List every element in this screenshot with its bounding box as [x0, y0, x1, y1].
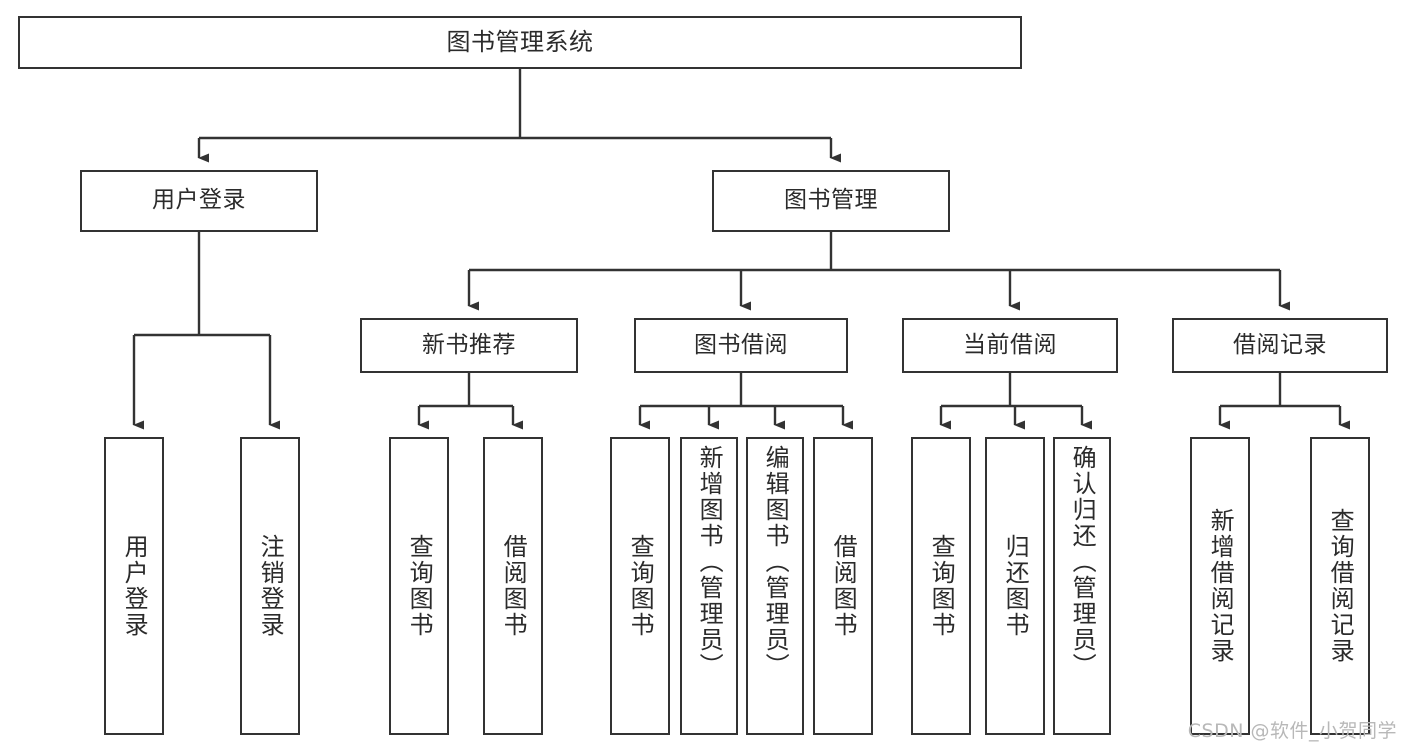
node-leaf-logout-login[interactable]: 注销登录: [240, 437, 300, 735]
node-leaf-confirm-return-admin[interactable]: 确认归还（管理员）: [1053, 437, 1111, 735]
node-root[interactable]: 图书管理系统: [18, 16, 1022, 69]
node-leaf-query-book-3[interactable]: 查询图书: [911, 437, 971, 735]
node-leaf-query-book-1[interactable]: 查询图书: [389, 437, 449, 735]
node-label: 归还图书: [1001, 534, 1030, 638]
node-label: 新增借阅记录: [1206, 508, 1235, 664]
node-leaf-add-book-admin[interactable]: 新增图书（管理员）: [680, 437, 738, 735]
node-book-borrow[interactable]: 图书借阅: [634, 318, 848, 373]
node-label: 图书管理系统: [446, 28, 594, 57]
node-label: 图书管理: [784, 187, 878, 214]
node-new-book-recommend[interactable]: 新书推荐: [360, 318, 578, 373]
node-label: 查询借阅记录: [1326, 508, 1355, 664]
node-label: 当前借阅: [963, 331, 1057, 358]
node-borrow-record[interactable]: 借阅记录: [1172, 318, 1388, 373]
node-leaf-query-book-2[interactable]: 查询图书: [610, 437, 670, 735]
node-label: 用户登录: [152, 187, 246, 214]
node-leaf-return-book[interactable]: 归还图书: [985, 437, 1045, 735]
node-label: 新增图书（管理员）: [695, 445, 724, 679]
node-leaf-borrow-book-1[interactable]: 借阅图书: [483, 437, 543, 735]
node-leaf-edit-book-admin[interactable]: 编辑图书（管理员）: [746, 437, 804, 735]
node-label: 编辑图书（管理员）: [761, 445, 790, 679]
node-label: 借阅图书: [829, 534, 858, 638]
node-leaf-user-login[interactable]: 用户登录: [104, 437, 164, 735]
node-current-borrow[interactable]: 当前借阅: [902, 318, 1118, 373]
csdn-watermark: CSDN @软件_小贺同学: [1187, 720, 1397, 742]
node-leaf-borrow-book-2[interactable]: 借阅图书: [813, 437, 873, 735]
node-book-management[interactable]: 图书管理: [712, 170, 950, 232]
node-label: 用户登录: [120, 534, 149, 638]
node-label: 借阅图书: [499, 534, 528, 638]
node-user-login[interactable]: 用户登录: [80, 170, 318, 232]
node-leaf-query-borrow-record[interactable]: 查询借阅记录: [1310, 437, 1370, 735]
node-label: 确认归还（管理员）: [1068, 445, 1097, 679]
node-leaf-add-borrow-record[interactable]: 新增借阅记录: [1190, 437, 1250, 735]
node-label: 注销登录: [256, 534, 285, 638]
node-label: 查询图书: [626, 534, 655, 638]
node-label: 图书借阅: [694, 331, 788, 358]
node-label: 新书推荐: [422, 331, 516, 358]
node-label: 查询图书: [405, 534, 434, 638]
node-label: 查询图书: [927, 534, 956, 638]
node-label: 借阅记录: [1233, 331, 1327, 358]
